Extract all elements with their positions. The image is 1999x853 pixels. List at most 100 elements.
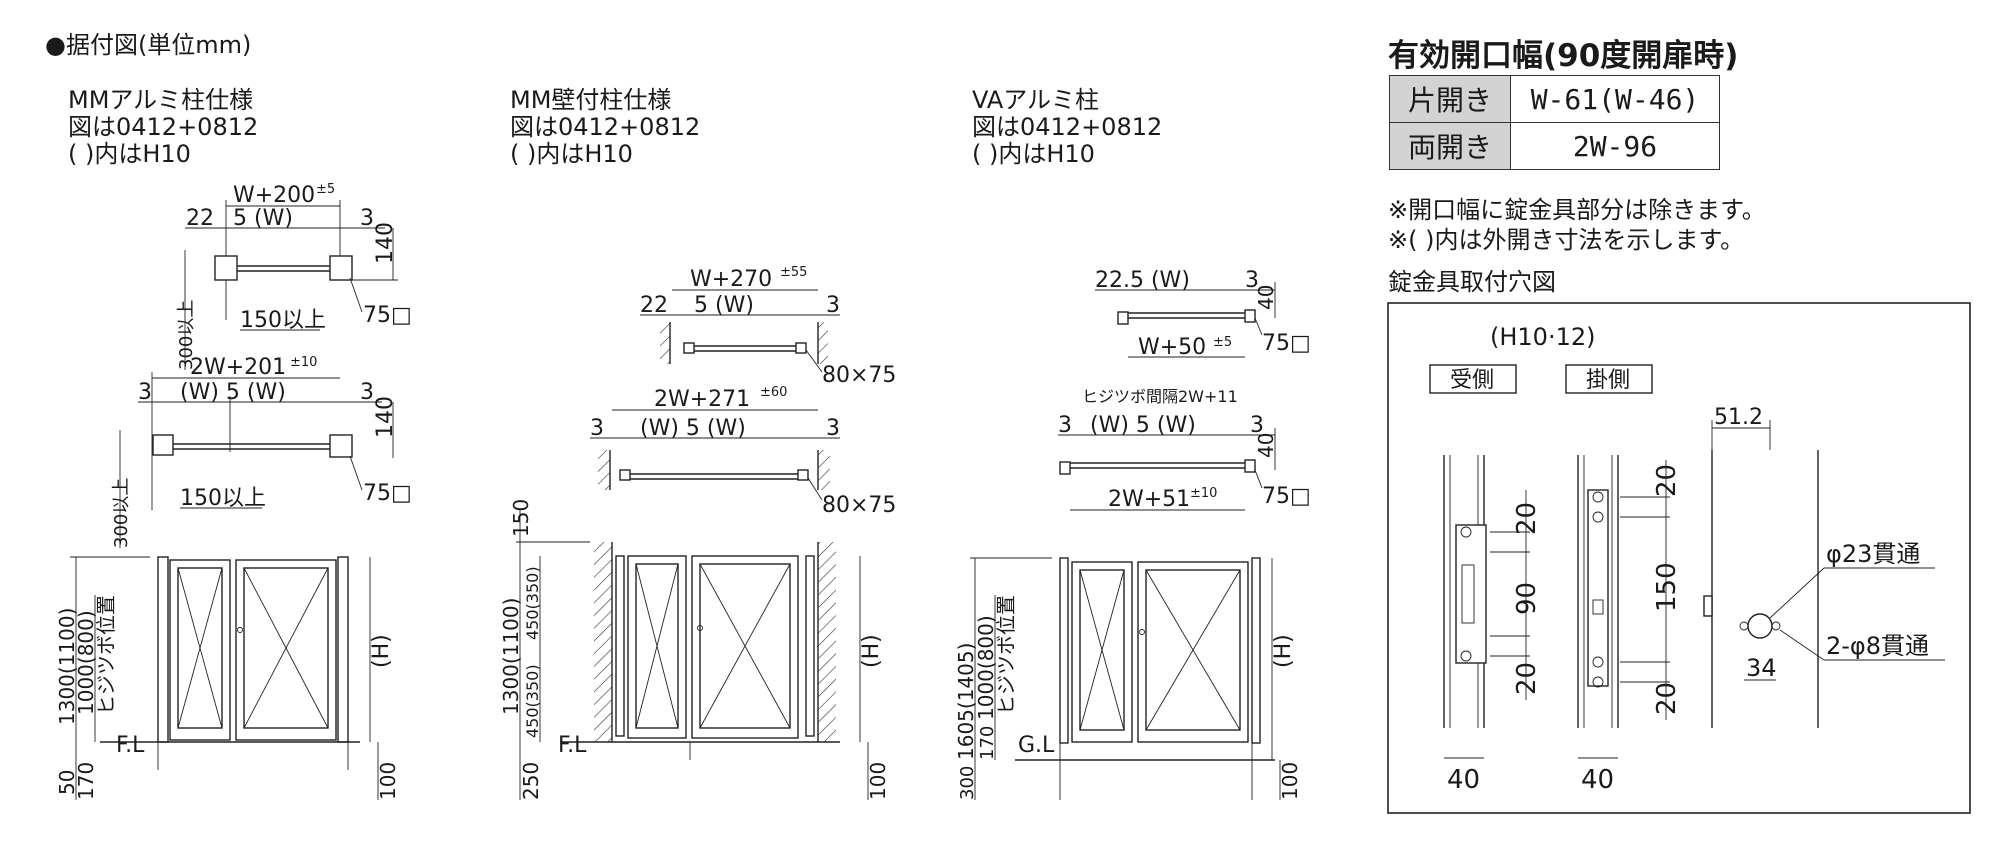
wall-single-plan: W+270 ±55 22 5 (W) 3 80×75 xyxy=(640,265,896,388)
svg-text:20: 20 xyxy=(1512,502,1542,535)
svg-text:(H): (H) xyxy=(369,634,394,668)
svg-text:40: 40 xyxy=(1254,285,1278,310)
va-double-plan: ヒジツボ間隔2W+11 3 (W) 5 (W) 3 40 75□ 2W+51 ±… xyxy=(1058,387,1311,512)
svg-text:22: 22 xyxy=(640,293,668,318)
svg-text:100: 100 xyxy=(866,762,890,800)
svg-text:300以上: 300以上 xyxy=(111,478,132,548)
svg-text:5 (W): 5 (W) xyxy=(694,293,754,318)
svg-text:ヒジツボ間隔2W+11: ヒジツボ間隔2W+11 xyxy=(1082,387,1238,406)
svg-text:5 (W): 5 (W) xyxy=(233,206,293,231)
svg-text:51.2: 51.2 xyxy=(1714,405,1763,430)
receive-side: 20 90 20 40 xyxy=(1443,455,1542,795)
svg-text:140: 140 xyxy=(373,396,398,438)
svg-text:(H): (H) xyxy=(1271,634,1296,668)
svg-text:75□: 75□ xyxy=(1262,484,1311,509)
svg-text:(W) 5 (W): (W) 5 (W) xyxy=(640,416,746,441)
note-outward: ※( )内は外開き寸法を示します。 xyxy=(1388,226,1745,254)
svg-text:100: 100 xyxy=(1278,762,1302,800)
svg-text:34: 34 xyxy=(1746,654,1777,682)
svg-text:(W) 5 (W): (W) 5 (W) xyxy=(1090,413,1196,438)
svg-text:ヒジツボ位置: ヒジツボ位置 xyxy=(94,595,118,715)
row-key: 両開き xyxy=(1389,122,1511,170)
hang-label: 掛側 xyxy=(1586,368,1630,393)
receive-label: 受側 xyxy=(1450,368,1494,393)
svg-text:φ23貫通: φ23貫通 xyxy=(1826,540,1920,568)
row-key: 片開き xyxy=(1389,75,1511,123)
mm-title: MMアルミ柱仕様 xyxy=(68,86,253,114)
svg-text:3: 3 xyxy=(360,380,374,405)
va-elevation: 1605(1405) 1000(800) ヒジツボ位置 G.L 300 170 … xyxy=(954,557,1302,800)
svg-text:1605(1405): 1605(1405) xyxy=(954,643,978,760)
svg-text:40: 40 xyxy=(1254,433,1278,458)
svg-text:22.5 (W): 22.5 (W) xyxy=(1095,268,1190,293)
mm-double-plan: 2W+201 ±10 3 (W) 5 (W) 3 140 75□ 150以上 3… xyxy=(111,355,412,548)
svg-text:20: 20 xyxy=(1652,682,1682,715)
va-title: VAアルミ柱 xyxy=(972,86,1099,114)
row-value: W-61(W-46) xyxy=(1510,75,1720,123)
opening-width-table: 片開き W-61(W-46) 両開き 2W-96 xyxy=(1389,75,1720,170)
svg-text:±5: ±5 xyxy=(1213,335,1232,350)
spec-title: 有効開口幅(90度開扉時) xyxy=(1388,38,1739,74)
hole-diagram-title: 錠金具取付穴図 xyxy=(1388,268,1556,296)
va-figure-note: 図は0412+0812 xyxy=(972,113,1162,141)
svg-text:100: 100 xyxy=(376,762,400,800)
mm-single-plan: W+200 ±5 22 5 (W) 3 140 75□ 150以上 300以上 xyxy=(176,182,412,370)
svg-text:22: 22 xyxy=(186,206,214,231)
svg-text:2W+201: 2W+201 xyxy=(190,355,286,380)
svg-text:80×75: 80×75 xyxy=(822,493,896,518)
lock-hole-diagram: (H10·12) 受側 掛側 20 90 20 40 xyxy=(1387,302,1971,814)
svg-text:W+50: W+50 xyxy=(1138,335,1206,360)
svg-text:±60: ±60 xyxy=(760,385,787,400)
svg-text:W+270: W+270 xyxy=(690,267,772,292)
svg-text:20: 20 xyxy=(1512,662,1542,695)
svg-text:2-φ8貫通: 2-φ8貫通 xyxy=(1826,632,1929,660)
hole-variant: (H10·12) xyxy=(1490,323,1595,351)
svg-text:3: 3 xyxy=(138,380,152,405)
va-variant: VAアルミ柱 図は0412+0812 ( )内はH10 22.5 (W) 3 4… xyxy=(954,86,1311,800)
receive-label-box xyxy=(1429,364,1517,394)
svg-text:3: 3 xyxy=(1058,413,1072,438)
hang-side: 20 150 20 40 xyxy=(1577,455,1682,795)
svg-text:±10: ±10 xyxy=(1190,486,1217,501)
svg-text:150以上: 150以上 xyxy=(240,308,326,333)
wall-elevation: 150 1300(1100) 450(350) 450(350) F.L 250… xyxy=(499,499,890,800)
svg-text:(H): (H) xyxy=(859,634,884,668)
svg-text:±5: ±5 xyxy=(316,182,335,197)
svg-text:±10: ±10 xyxy=(290,355,317,370)
svg-text:300: 300 xyxy=(957,766,978,800)
svg-text:1000(800): 1000(800) xyxy=(74,610,98,715)
table-row: 両開き 2W-96 xyxy=(1389,122,1720,170)
svg-text:150: 150 xyxy=(1652,562,1682,612)
svg-text:F.L: F.L xyxy=(558,733,587,758)
svg-text:75□: 75□ xyxy=(363,303,412,328)
svg-text:±55: ±55 xyxy=(780,265,807,280)
svg-text:3: 3 xyxy=(826,416,840,441)
mm-figure-note: 図は0412+0812 xyxy=(68,113,258,141)
svg-text:150以上: 150以上 xyxy=(180,486,266,511)
wall-variant: MM壁付柱仕様 図は0412+0812 ( )内はH10 W+270 ±55 2… xyxy=(499,86,896,800)
svg-text:450(350): 450(350) xyxy=(523,566,542,640)
svg-text:(W) 5 (W): (W) 5 (W) xyxy=(180,380,286,405)
svg-text:40: 40 xyxy=(1447,765,1480,795)
wall-double-plan: 2W+271 ±60 3 (W) 5 (W) 3 80×75 xyxy=(590,385,896,518)
svg-text:140: 140 xyxy=(373,222,398,264)
svg-text:1300(1100): 1300(1100) xyxy=(55,608,79,725)
wall-title: MM壁付柱仕様 xyxy=(510,86,671,114)
svg-text:G.L: G.L xyxy=(1018,733,1055,758)
svg-text:75□: 75□ xyxy=(1262,331,1311,356)
svg-text:40: 40 xyxy=(1581,765,1614,795)
svg-text:50: 50 xyxy=(55,770,79,795)
svg-text:F.L: F.L xyxy=(116,733,145,758)
svg-text:1000(800): 1000(800) xyxy=(974,615,998,720)
row-value: 2W-96 xyxy=(1510,122,1720,170)
svg-text:450(350): 450(350) xyxy=(523,664,542,738)
svg-text:2W+271: 2W+271 xyxy=(654,387,750,412)
svg-text:3: 3 xyxy=(826,293,840,318)
svg-text:170: 170 xyxy=(74,762,98,800)
table-row: 片開き W-61(W-46) xyxy=(1389,75,1720,123)
svg-text:3: 3 xyxy=(590,416,604,441)
note-lock-excluded: ※開口幅に錠金具部分は除きます。 xyxy=(1388,196,1766,224)
svg-text:3: 3 xyxy=(1245,268,1259,293)
wall-bracket-note: ( )内はH10 xyxy=(510,140,633,168)
